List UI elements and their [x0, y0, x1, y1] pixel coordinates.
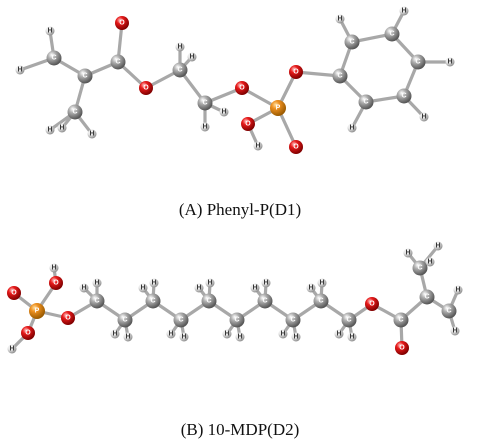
caption-molecule-b: (B) 10-MDP(D2) [180, 420, 300, 439]
mol-b-atom-hydrogen [222, 329, 232, 339]
mol-a-atom-hydrogen [335, 14, 345, 24]
mol-a-atom-carbon [384, 26, 400, 42]
mol-a-atom-carbon [77, 68, 93, 84]
mol-b-atom-hydrogen [149, 278, 159, 288]
mol-a-atom-hydrogen [45, 125, 55, 135]
mol-a-atom-hydrogen [187, 52, 197, 62]
mol-a-atom-hydrogen [253, 141, 263, 151]
mol-a-atom-hydrogen [45, 26, 55, 36]
mol-a-atom-carbon [396, 88, 412, 104]
mol-b-atom-carbon [201, 293, 217, 309]
mol-a-atom-hydrogen [175, 42, 185, 52]
mol-b-atom-carbon [393, 312, 409, 328]
mol-b-atom-carbon [257, 293, 273, 309]
mol-b-atom-oxygen [7, 286, 21, 300]
mol-b-atom-oxygen [395, 341, 409, 355]
mol-b-atom-hydrogen [235, 332, 245, 342]
mol-b-atom-carbon [145, 293, 161, 309]
mol-b-atom-hydrogen [79, 283, 89, 293]
mol-a-atom-hydrogen [87, 129, 97, 139]
mol-a-atom-hydrogen [200, 122, 210, 132]
mol-a-atom-carbon [172, 62, 188, 78]
mol-b-atom-hydrogen [166, 329, 176, 339]
mol-a-atom-oxygen [289, 65, 303, 79]
mol-b-atom-hydrogen [278, 329, 288, 339]
mol-b-atom-hydrogen [123, 332, 133, 342]
mol-b-atom-oxygen [365, 297, 379, 311]
mol-b-atom-hydrogen [205, 278, 215, 288]
mol-a-atom-carbon [197, 95, 213, 111]
mol-b-atom-hydrogen [110, 329, 120, 339]
mol-b-atom-hydrogen [261, 278, 271, 288]
mol-b-atom-hydrogen [433, 241, 443, 251]
mol-b-atom-hydrogen [92, 278, 102, 288]
mol-b-atom-hydrogen [179, 332, 189, 342]
mol-b-atom-carbon [341, 312, 357, 328]
mol-a-atom-oxygen [241, 117, 255, 131]
mol-b-atom-hydrogen [347, 332, 357, 342]
mol-b-atom-hydrogen [403, 248, 413, 258]
mol-a-atom-oxygen [115, 16, 129, 30]
caption-molecule-a: (A) Phenyl-P(D1) [178, 200, 302, 219]
mol-a-atom-carbon [46, 50, 62, 66]
mol-b-atom-carbon [173, 312, 189, 328]
mol-b-atom-hydrogen [194, 283, 204, 293]
mol-b-atom-carbon [229, 312, 245, 328]
mol-b-atom-hydrogen [138, 283, 148, 293]
mol-b-atom-carbon [441, 303, 457, 319]
mol-a-atom-hydrogen [419, 112, 429, 122]
mol-b-atom-carbon [419, 289, 435, 305]
mol-a-atom-hydrogen [57, 123, 67, 133]
mol-b-atom-hydrogen [291, 332, 301, 342]
mol-b-atom-carbon [117, 312, 133, 328]
mol-a-atom-hydrogen [15, 65, 25, 75]
mol-a-atom-carbon [358, 94, 374, 110]
mol-b-atom-carbon [285, 312, 301, 328]
mol-a-atom-carbon [110, 54, 126, 70]
mol-b-atom-hydrogen [334, 329, 344, 339]
mol-b-atom-hydrogen [450, 326, 460, 336]
mol-a-atom-carbon [332, 68, 348, 84]
mol-b-atom-oxygen [61, 311, 75, 325]
mol-b-atom-carbon [313, 293, 329, 309]
mol-a-atom-phosphorus [270, 100, 286, 116]
mol-a-atom-hydrogen [347, 123, 357, 133]
mol-a-atom-carbon [410, 54, 426, 70]
mol-a-atom-hydrogen [219, 107, 229, 117]
mol-b-atom-carbon [89, 293, 105, 309]
mol-a-atom-oxygen [289, 140, 303, 154]
mol-a-atom-carbon [67, 104, 83, 120]
mol-b-atom-phosphorus [29, 303, 45, 319]
mol-a-atom-carbon [344, 34, 360, 50]
mol-b-atom-hydrogen [49, 263, 59, 273]
mol-b-atom-carbon [412, 260, 428, 276]
mol-a-atom-hydrogen [445, 57, 455, 67]
mol-b-atom-oxygen [49, 276, 63, 290]
mol-b-atom-hydrogen [425, 257, 435, 267]
mol-b-atom-oxygen [21, 326, 35, 340]
mol-b-atom-hydrogen [250, 283, 260, 293]
mol-b-atom-hydrogen [7, 344, 17, 354]
mol-a-atom-oxygen [139, 81, 153, 95]
mol-b-atom-hydrogen [306, 283, 316, 293]
mol-b-atom-hydrogen [453, 285, 463, 295]
mol-a-atom-oxygen [235, 81, 249, 95]
mol-a-atom-hydrogen [399, 6, 409, 16]
mol-b-atom-hydrogen [317, 278, 327, 288]
